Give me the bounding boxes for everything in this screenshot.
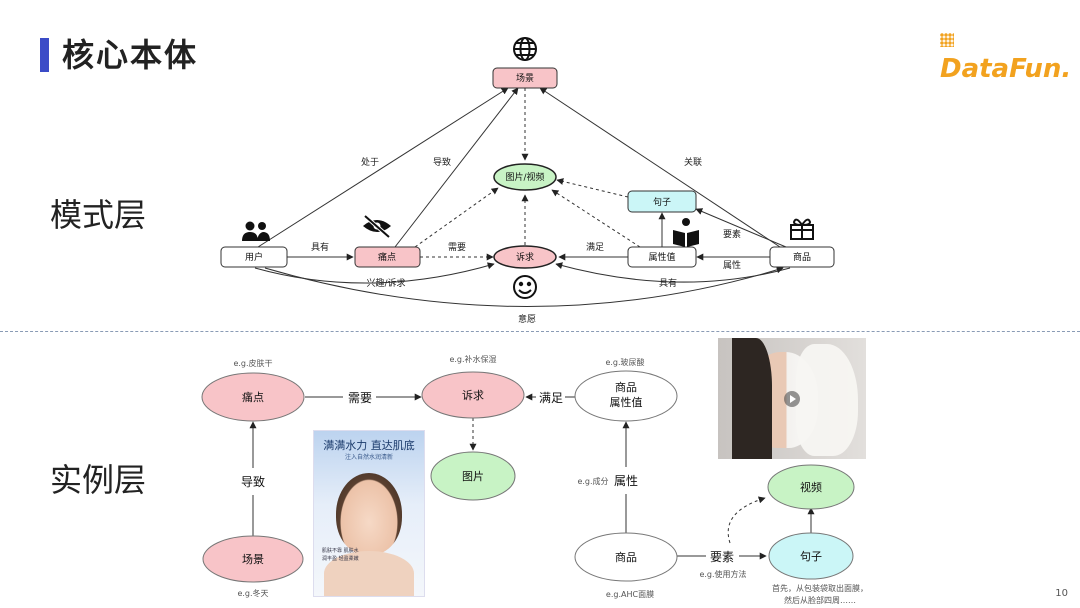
node-pain — [354, 246, 421, 268]
i-node-product-label: 商品 — [615, 550, 637, 564]
smile-icon — [513, 275, 537, 299]
edge-attr-media — [551, 189, 641, 248]
product-ad-image: 满满水力 直达肌底 注入自然水润清新 肌肤不靠 肌肤水润丰盈 轻盈柔嫩 — [313, 430, 425, 597]
i-node-attr-value — [574, 370, 678, 422]
edge-pain-scene — [394, 87, 519, 248]
edge-product-sentence — [695, 208, 787, 248]
page-number: 10 — [1055, 588, 1068, 599]
label-product-sentence: 要素 — [723, 228, 741, 240]
i-node-pain-label: 痛点 — [242, 390, 264, 404]
logo-dots-icon — [940, 32, 954, 47]
example-sentence-text-line1: 首先，从包装袋取出面膜， — [772, 583, 868, 593]
datafun-logo: DataFun. — [940, 24, 1080, 84]
label-pain-scene: 导致 — [433, 156, 451, 168]
edge-sentence-media — [556, 178, 629, 198]
edge-user-appeal — [254, 262, 495, 284]
node-user — [220, 246, 288, 268]
edge-i-sentence-video-dashed — [727, 496, 766, 544]
ad-title: 满满水力 直达肌底 — [323, 439, 415, 452]
ad-subtitle: 注入自然水润清新 — [344, 454, 393, 461]
gift-icon — [790, 218, 814, 240]
node-attr-value-label: 属性值 — [648, 251, 675, 263]
edge-user-product — [264, 266, 784, 307]
node-appeal — [493, 245, 557, 269]
node-user-label: 用户 — [245, 251, 263, 263]
i-node-attr-value-line1: 商品 — [615, 380, 637, 394]
edge-product-scene — [539, 87, 781, 248]
node-sentence — [627, 190, 697, 213]
node-attr-value — [627, 246, 697, 268]
label-i-product-sentence: 要素 — [710, 550, 734, 564]
label-i-scene-pain: 导致 — [241, 475, 265, 489]
label-user-pain: 具有 — [311, 241, 329, 253]
label-product-scene: 关联 — [684, 156, 702, 168]
i-node-image-label: 图片 — [462, 470, 484, 483]
video-hair — [732, 338, 772, 459]
node-media — [493, 163, 557, 191]
eye-slash-icon — [363, 214, 391, 239]
i-node-scene — [202, 535, 304, 583]
example-sentence: e.g.使用方法 — [699, 569, 746, 579]
node-pain-label: 痛点 — [378, 251, 396, 263]
ad-face — [336, 473, 402, 555]
globe-icon — [513, 37, 537, 61]
label-product-attr: 属性 — [723, 259, 741, 271]
i-node-scene-label: 场景 — [242, 552, 264, 566]
play-button-icon[interactable] — [784, 391, 800, 407]
label-i-attr-appeal: 满足 — [539, 391, 563, 405]
schema-layer-label: 模式层 — [50, 196, 147, 234]
example-scene: e.g.冬天 — [237, 588, 268, 598]
node-media-label: 图片/视频 — [505, 171, 544, 183]
label-user-product: 意愿 — [518, 313, 536, 325]
label-i-pain-appeal: 需要 — [348, 391, 372, 405]
video-thumbnail[interactable] — [718, 338, 866, 459]
title-accent-bar — [40, 38, 49, 72]
label-product-appeal: 具有 — [659, 277, 677, 289]
example-product: e.g.AHC面膜 — [606, 589, 654, 599]
node-appeal-label: 诉求 — [516, 251, 534, 263]
example-attr-value: e.g.玻尿酸 — [605, 357, 644, 367]
label-attr-appeal: 满足 — [586, 242, 604, 253]
label-user-appeal: 兴趣/诉求 — [366, 277, 405, 289]
face-mask-sheet — [796, 344, 858, 456]
i-node-product — [574, 532, 678, 582]
users-icon — [242, 221, 270, 241]
layer-divider — [0, 331, 1080, 332]
ad-shoulders — [324, 551, 414, 596]
instance-layer-label: 实例层 — [50, 461, 147, 499]
node-product-label: 商品 — [793, 251, 811, 263]
i-node-appeal-label: 诉求 — [462, 389, 484, 402]
i-node-sentence — [768, 532, 854, 580]
edge-pain-media — [414, 187, 499, 248]
example-pain: e.g.皮肤干 — [233, 358, 272, 368]
book-reader-icon — [673, 218, 699, 247]
example-sentence-text-line2: 然后从脸部四周…… — [784, 595, 856, 605]
edge-user-scene — [257, 87, 509, 248]
page-title: 核心本体 — [62, 36, 199, 74]
i-node-attr-value-line2: 属性值 — [610, 395, 643, 409]
i-node-image — [430, 451, 516, 501]
example-appeal: e.g.补水保湿 — [449, 354, 496, 364]
i-node-video-label: 视频 — [800, 480, 822, 494]
example-attr: e.g.成分 — [577, 476, 608, 486]
ad-footer: 肌肤不靠 肌肤水润丰盈 轻盈柔嫩 — [322, 548, 359, 562]
node-product — [769, 246, 835, 268]
node-scene — [492, 67, 558, 89]
label-user-scene: 处于 — [361, 156, 379, 168]
logo-text: DataFun. — [940, 54, 1072, 84]
label-i-product-attr: 属性 — [614, 474, 638, 488]
i-node-appeal — [421, 371, 525, 419]
i-node-pain — [201, 372, 305, 422]
i-node-video — [767, 464, 855, 510]
label-pain-appeal: 需要 — [448, 242, 466, 253]
i-node-sentence-label: 句子 — [800, 550, 822, 563]
node-scene-label: 场景 — [516, 73, 534, 84]
node-sentence-label: 句子 — [653, 196, 671, 208]
